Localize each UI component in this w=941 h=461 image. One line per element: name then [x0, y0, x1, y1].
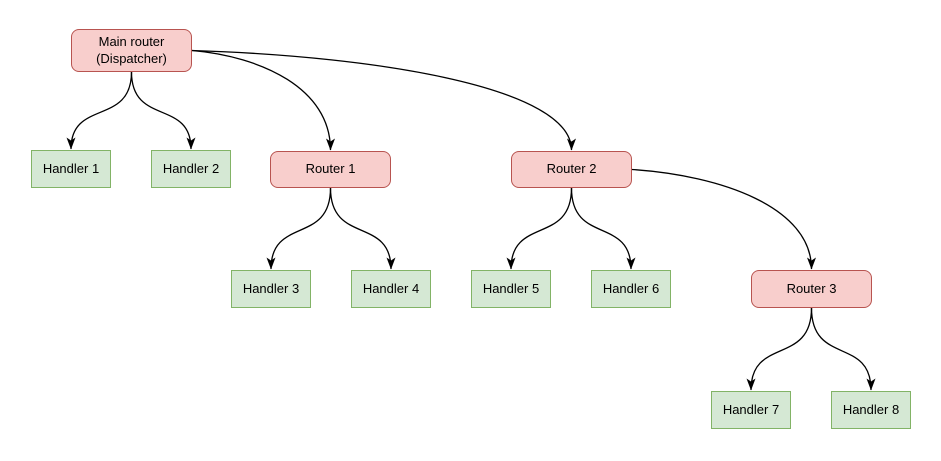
node-label: Handler 1: [42, 160, 100, 176]
node-label: Handler 5: [482, 280, 540, 296]
node-label: Main router (Dispatcher): [96, 33, 167, 66]
node-main-router-dispatcher[interactable]: Main router (Dispatcher): [71, 29, 192, 72]
node-handler-1[interactable]: Handler 1: [31, 150, 111, 188]
edge-router3-handler8: [810, 307, 876, 391]
edge-router1-handler4: [329, 187, 396, 270]
edge-router2-handler6: [570, 187, 636, 270]
node-router-1[interactable]: Router 1: [270, 151, 391, 188]
node-handler-3[interactable]: Handler 3: [231, 270, 311, 308]
edge-main-handler2: [130, 71, 196, 150]
edge-router2-handler5: [506, 187, 573, 270]
edge-main-router2: [191, 49, 576, 151]
node-label: Router 2: [546, 161, 597, 177]
node-router-2[interactable]: Router 2: [511, 151, 632, 188]
edge-router1-handler3: [266, 187, 332, 270]
node-handler-7[interactable]: Handler 7: [711, 391, 791, 429]
node-label: Handler 6: [602, 280, 660, 296]
node-handler-2[interactable]: Handler 2: [151, 150, 231, 188]
node-handler-6[interactable]: Handler 6: [591, 270, 671, 308]
node-label: Handler 7: [722, 401, 780, 417]
edge-router3-handler7: [746, 307, 813, 391]
node-handler-5[interactable]: Handler 5: [471, 270, 551, 308]
edge-main-router1: [191, 49, 335, 151]
node-handler-8[interactable]: Handler 8: [831, 391, 911, 429]
edge-router2-router3: [631, 168, 816, 270]
node-label: Handler 2: [162, 160, 220, 176]
node-label: Handler 8: [842, 401, 900, 417]
node-router-3[interactable]: Router 3: [751, 270, 872, 308]
edge-main-handler1: [66, 71, 133, 150]
node-handler-4[interactable]: Handler 4: [351, 270, 431, 308]
node-label: Handler 3: [242, 280, 300, 296]
node-label: Handler 4: [362, 280, 420, 296]
node-label: Router 3: [786, 280, 837, 296]
node-label: Router 1: [305, 161, 356, 177]
